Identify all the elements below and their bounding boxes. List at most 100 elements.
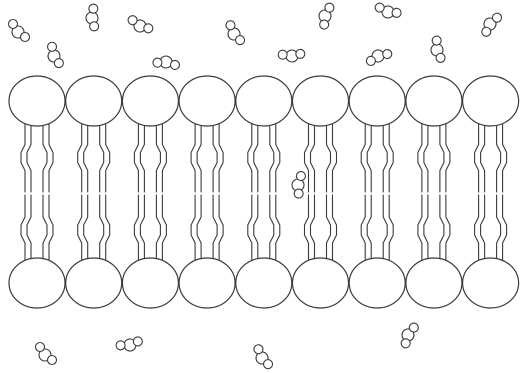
lipid-tail-upper [276,121,280,192]
lipid-tail-upper [106,121,110,192]
lipid-tail-upper [367,121,371,192]
lipid-tail-upper [475,121,479,192]
lipid-tail-upper [361,121,365,192]
molecule [285,170,315,200]
molecule [36,343,57,365]
molecule [424,34,453,64]
lipid-tail-upper [327,121,331,192]
lipid-head-upper [179,76,235,126]
lipid-tail-lower [191,195,195,263]
lipid-tail-lower [270,195,274,263]
lipid-tail-lower [43,195,47,263]
lipid-tail-lower [213,195,217,263]
lipid-tail-lower [162,195,166,263]
lipid-tail-lower [248,195,252,263]
lipid-tail-lower [503,195,507,263]
lipid-tail-upper [191,121,195,192]
lipid-tail-upper [84,121,88,192]
molecule [114,329,144,358]
lipid-tail-upper [156,121,160,192]
lipid-tail-lower [27,195,31,263]
lipid-tail-lower [134,195,138,263]
lipid-tail-lower [424,195,428,263]
lipid-tail-lower [311,195,315,263]
lipid-head-upper [406,76,462,126]
lipid-head-lower [66,258,122,308]
lipid-tail-lower [333,195,337,263]
molecule [374,0,403,25]
molecule [9,20,30,42]
lipid-tail-lower [106,195,110,263]
lipid-tail-lower [140,195,144,263]
lipid-head-lower [463,258,519,308]
lipid-tail-upper [418,121,422,192]
lipid-head-lower [9,258,65,308]
molecule [42,41,69,69]
lipid-head-upper [122,76,178,126]
lipid-tail-upper [424,121,428,192]
lipid-tail-upper [254,121,258,192]
lipid-head-upper [293,76,349,126]
lipid-tail-upper [100,121,104,192]
molecule [365,44,393,71]
lipid-tails-layer [21,121,507,263]
molecule-atom [36,343,45,352]
lipid-head-lower [236,258,292,308]
lipid-tail-lower [197,195,201,263]
lipid-tail-lower [418,195,422,263]
lipid-tail-upper [78,121,82,192]
lipid-tail-upper [333,121,337,192]
molecule-atom [48,356,57,365]
lipid-tail-lower [49,195,53,263]
lipid-tail-upper [248,121,252,192]
lipid-tail-upper [503,121,507,192]
molecule [127,10,154,38]
lipid-tail-lower [383,195,387,263]
lipid-tail-upper [27,121,31,192]
lipid-tail-lower [84,195,88,263]
lipid-tail-upper [213,121,217,192]
lipid-tail-lower [305,195,309,263]
lipid-tail-lower [100,195,104,263]
molecule-atom [9,20,18,29]
lipid-tail-upper [21,121,25,192]
lipid-tail-lower [21,195,25,263]
lipid-tail-lower [481,195,485,263]
lipid-head-upper [66,76,122,126]
molecule [396,322,424,349]
lipid-head-upper [349,76,405,126]
molecule [251,344,276,369]
lipid-tail-lower [327,195,331,263]
lipid-tail-lower [78,195,82,263]
lipid-tail-lower [361,195,365,263]
lipid-tail-lower [367,195,371,263]
lipid-tail-upper [140,121,144,192]
lipid-head-lower [293,258,349,308]
lipid-tail-lower [254,195,258,263]
lipid-tail-lower [497,195,501,263]
lipid-tail-upper [383,121,387,192]
lipid-tail-upper [497,121,501,192]
molecule [276,39,306,69]
lipid-tail-upper [305,121,309,192]
lipid-heads-layer [9,76,519,308]
lipid-head-upper [236,76,292,126]
lipid-tail-lower [440,195,444,263]
lipid-tail-upper [481,121,485,192]
lipid-head-lower [179,258,235,308]
lipid-tail-lower [475,195,479,263]
lipid-tail-upper [311,121,315,192]
lipid-tail-upper [197,121,201,192]
molecules-layer [9,0,505,369]
lipid-head-lower [122,258,178,308]
molecule-atom [21,33,30,42]
lipid-tail-upper [49,121,53,192]
lipid-tail-upper [162,121,166,192]
lipid-head-upper [9,76,65,126]
lipid-tail-upper [43,121,47,192]
lipid-tail-upper [134,121,138,192]
lipid-tail-upper [219,121,223,192]
lipid-tail-lower [276,195,280,263]
